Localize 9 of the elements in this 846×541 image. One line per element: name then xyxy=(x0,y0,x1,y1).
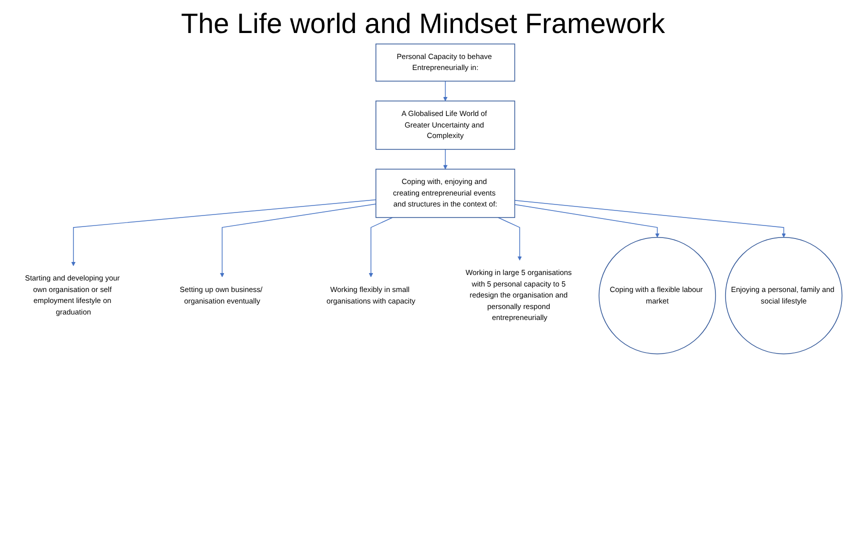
arrow xyxy=(514,204,660,238)
diagram-title: The Life world and Mindset Framework xyxy=(180,8,666,40)
arrow xyxy=(443,80,448,102)
arrow xyxy=(514,200,786,238)
arrow xyxy=(368,217,393,278)
arrow xyxy=(498,217,522,260)
arrow xyxy=(71,199,376,266)
arrow xyxy=(443,148,448,170)
arrow xyxy=(220,204,376,278)
